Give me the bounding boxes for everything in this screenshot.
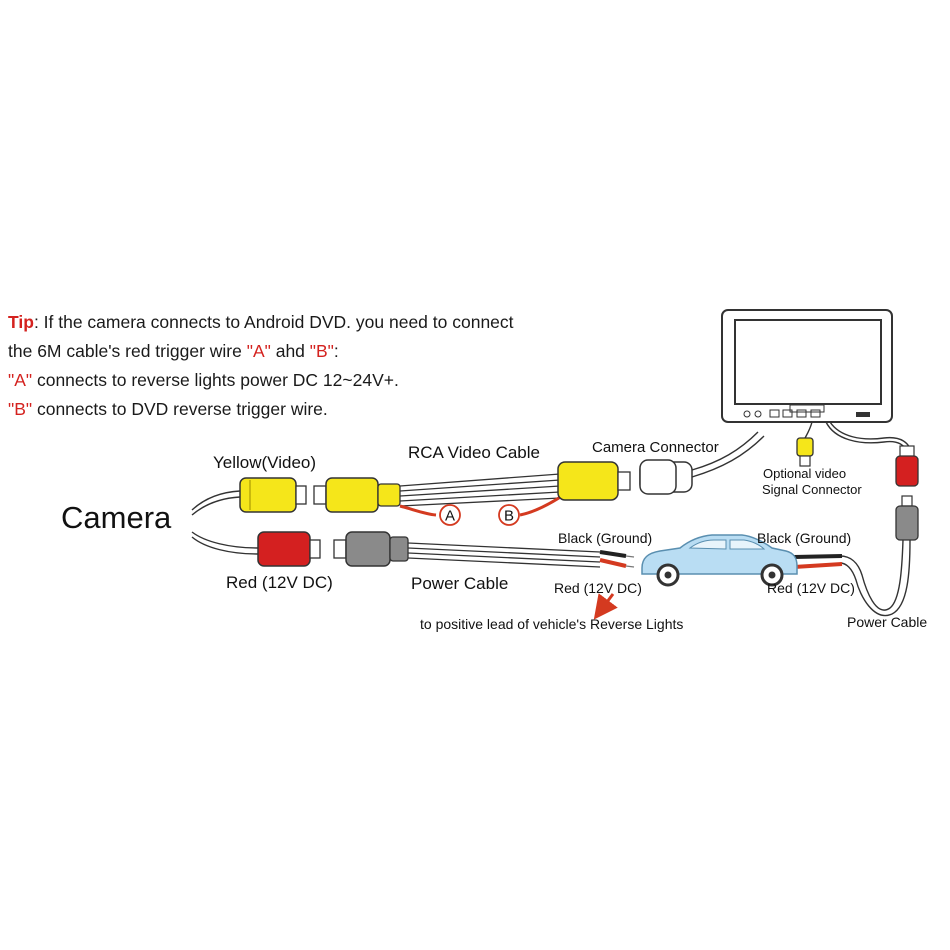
power-cable-right-label: Power Cable <box>847 614 927 630</box>
yellow-rca-connector <box>313 477 401 513</box>
marker-a: A <box>439 504 461 526</box>
tip-line-3-text: connects to reverse lights power DC 12~2… <box>32 370 399 390</box>
tip-line-2-text: the 6M cable's red trigger wire <box>8 341 247 361</box>
optional-video-label-2: Signal Connector <box>762 482 862 497</box>
monitor <box>721 309 893 423</box>
marker-a-label: A <box>445 508 455 525</box>
red-12v-right-label: Red (12V DC) <box>767 580 855 596</box>
tip-text: Tip: If the camera connects to Android D… <box>8 308 628 424</box>
camera-connector <box>639 431 765 495</box>
tip-line-2: the 6M cable's red trigger wire "A" ahd … <box>8 337 628 366</box>
black-ground-right-label: Black (Ground) <box>757 530 851 546</box>
yellow-video-plug <box>239 477 307 513</box>
tip-prefix: Tip <box>8 312 34 332</box>
yellow-camera-connector <box>557 461 631 501</box>
reverse-lights-label: to positive lead of vehicle's Reverse Li… <box>420 616 683 632</box>
rca-cable-label: RCA Video Cable <box>408 443 540 462</box>
black-ground-left-label: Black (Ground) <box>558 530 652 546</box>
tip-b-ref-2: "B" <box>8 399 33 419</box>
red-12v-left-label: Red (12V DC) <box>554 580 642 596</box>
tip-and: ahd <box>270 341 310 361</box>
tip-line-4-text: connects to DVD reverse trigger wire. <box>32 399 328 419</box>
tip-line-1-text: : If the camera connects to Android DVD.… <box>33 312 514 332</box>
power-cable-bundle <box>407 542 601 568</box>
tip-colon: : <box>333 341 339 361</box>
tip-a-ref: "A" <box>246 341 271 361</box>
tip-line-3: "A" connects to reverse lights power DC … <box>8 366 628 395</box>
right-gray-connector <box>895 495 919 541</box>
camera-connector-label: Camera Connector <box>592 439 719 456</box>
camera-label: Camera <box>61 500 172 535</box>
car-icon <box>641 534 798 587</box>
tip-line-4: "B" connects to DVD reverse trigger wire… <box>8 395 628 424</box>
camera-cable <box>191 490 259 555</box>
left-wire-ends <box>599 550 635 568</box>
marker-b-label: B <box>504 508 514 525</box>
right-red-connector <box>895 445 919 487</box>
tip-b-ref: "B" <box>309 341 334 361</box>
yellow-video-label: Yellow(Video) <box>213 453 316 472</box>
optional-video-label-1: Optional video <box>763 466 846 481</box>
rca-video-cable <box>399 473 561 507</box>
optional-video-connector <box>796 421 814 467</box>
marker-b: B <box>498 504 520 526</box>
gray-power-connector <box>333 531 409 567</box>
monitor-power-cable <box>825 421 913 456</box>
red-power-plug <box>257 531 321 567</box>
reverse-lights-arrow <box>593 593 618 620</box>
tip-line-1: Tip: If the camera connects to Android D… <box>8 308 628 337</box>
right-power-cable <box>839 539 911 617</box>
red-12v-label: Red (12V DC) <box>226 573 333 592</box>
tip-a-ref-2: "A" <box>8 370 33 390</box>
power-cable-mid-label: Power Cable <box>411 574 508 593</box>
